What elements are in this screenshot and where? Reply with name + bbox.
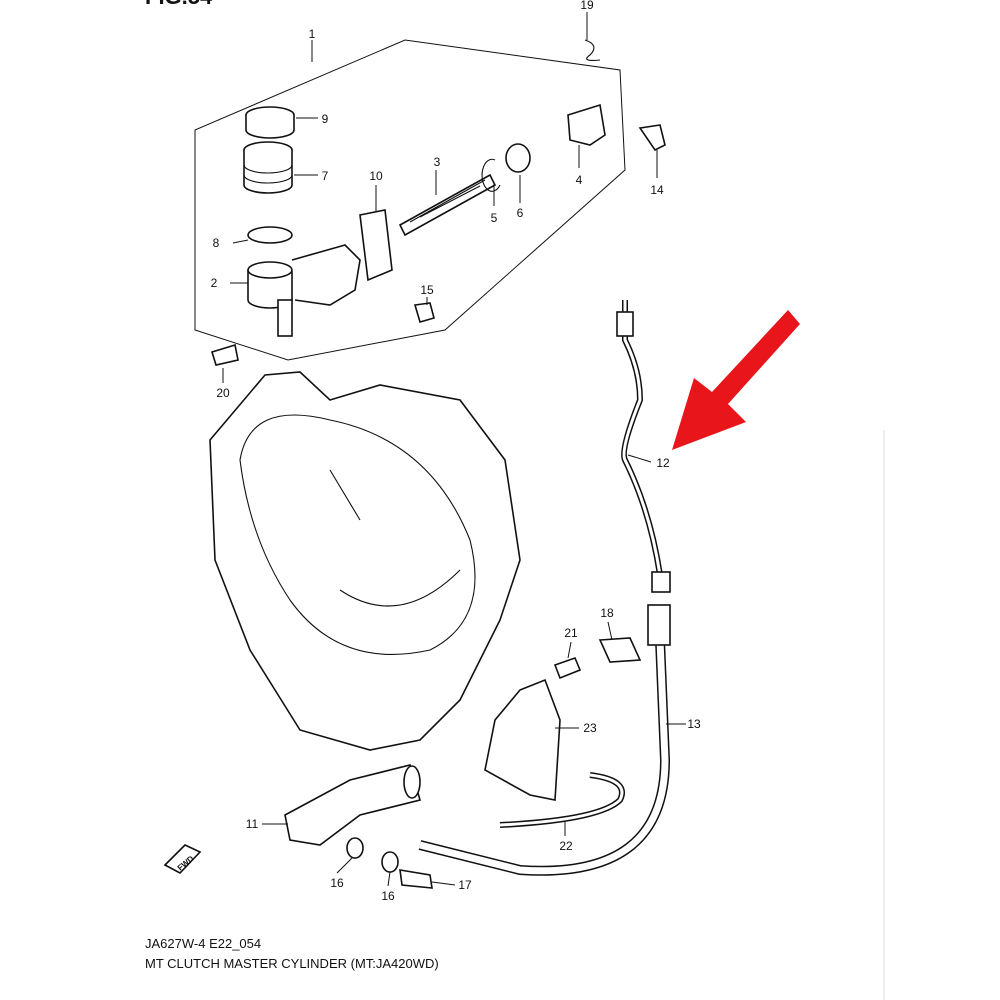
callout-16a: 16: [330, 876, 344, 890]
callout-13: 13: [687, 717, 701, 731]
nut: [413, 302, 435, 323]
callout-labels: 19 1 9 7 3 10 5 6 4 14 8 2 15 20 12 18 2…: [211, 0, 701, 903]
callout-16b: 16: [381, 889, 395, 903]
pipe-fitting-top: [616, 311, 634, 337]
callout-4: 4: [576, 173, 583, 187]
bracket: [484, 678, 561, 801]
callout-20: 20: [216, 386, 230, 400]
push-rod: [398, 173, 497, 237]
bolt-21: [553, 656, 582, 680]
release-cylinder: [284, 764, 421, 846]
diagram-code: JA627W-4 E22_054: [145, 936, 262, 951]
callout-8: 8: [213, 236, 220, 250]
pipe-fitting-bottom: [651, 571, 671, 593]
callout-21: 21: [564, 626, 578, 640]
clevis: [567, 103, 606, 146]
clutch-pipe: [621, 300, 663, 576]
bracket-clip: [598, 637, 642, 663]
callout-18: 18: [600, 606, 614, 620]
reservoir-cap: [245, 106, 295, 139]
washer-2: [381, 851, 399, 873]
callout-14: 14: [650, 183, 664, 197]
pin: [638, 124, 666, 152]
assembly-outline: [194, 39, 626, 361]
red-arrow-icon: [672, 310, 800, 450]
figure-title: FIG.54: [145, 0, 213, 9]
callout-1: 1: [309, 27, 316, 41]
callout-22: 22: [559, 839, 573, 853]
callout-23: 23: [583, 721, 597, 735]
callout-12: 12: [656, 456, 670, 470]
bolt: [210, 343, 239, 366]
washer: [346, 837, 364, 859]
callout-17: 17: [458, 878, 472, 892]
union-bolt: [399, 869, 433, 889]
diagram-caption: MT CLUTCH MASTER CYLINDER (MT:JA420WD): [145, 956, 439, 971]
callout-7: 7: [322, 169, 329, 183]
callout-6: 6: [517, 206, 524, 220]
callout-10: 10: [369, 169, 383, 183]
callout-9: 9: [322, 112, 329, 126]
transmission-housing: [209, 371, 521, 751]
reservoir: [243, 141, 293, 194]
snap-ring: [481, 158, 501, 192]
callout-15: 15: [420, 283, 434, 297]
callout-5: 5: [491, 211, 498, 225]
gasket: [359, 209, 393, 282]
callout-3: 3: [434, 155, 441, 169]
callout-19: 19: [580, 0, 594, 12]
master-cylinder-body: [247, 244, 361, 337]
boot: [505, 143, 531, 173]
callout-2: 2: [211, 276, 218, 290]
clip: [584, 39, 601, 61]
callout-11: 11: [246, 817, 259, 831]
clamp-ring: [247, 226, 293, 244]
fwd-indicator: FWD: [163, 844, 202, 874]
